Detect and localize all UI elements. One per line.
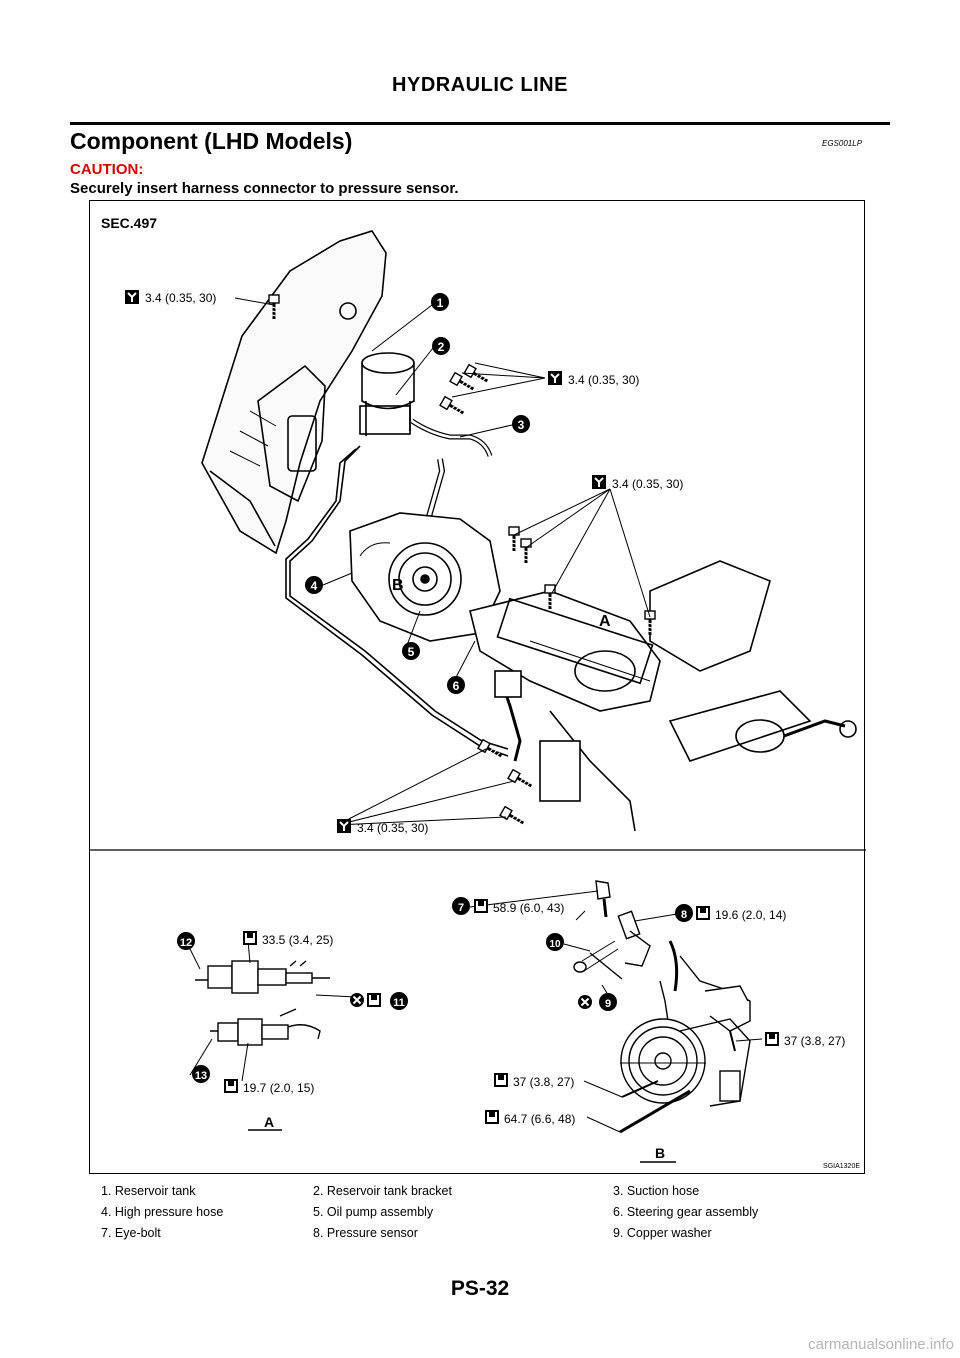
legend-item: 9. Copper washer [613,1225,712,1240]
caution-label: CAUTION: [70,161,144,178]
torque-label-pump-bolt: 37 (3.8, 27) [513,1075,574,1089]
legend-row: 7. Eye-bolt 8. Pressure sensor 9. Copper… [89,1222,865,1243]
page-number: PS-32 [450,1277,510,1300]
section-code: EGS001LP [822,139,863,148]
svg-text:1: 1 [437,296,444,310]
torque-label-long-bolt: 64.7 (6.6, 48) [504,1112,575,1126]
svg-text:5: 5 [408,645,415,659]
svg-text:9: 9 [605,998,611,1010]
legend-item: 4. High pressure hose [101,1204,224,1219]
torque-label-13: 19.7 (2.0, 15) [243,1081,314,1095]
section-title: Component (LHD Models) [70,128,353,154]
component-figure: SEC.497 [89,200,866,1174]
detail-a-drawing [185,940,357,1082]
detail-b-drawing [469,880,763,1134]
svg-text:13: 13 [195,1070,207,1082]
view-a-marker: A [599,613,611,630]
detail-a-label: A [264,1114,274,1130]
legend-row: 4. High pressure hose 5. Oil pump assemb… [89,1201,865,1222]
torque-label-bottom-bolts: 3.4 (0.35, 30) [357,821,428,835]
component-legend: 1. Reservoir tank 2. Reservoir tank brac… [89,1180,865,1243]
callout-4: 4 [305,576,323,594]
detail-b-label: B [655,1145,665,1161]
torque-label-7: 58.9 (6.0, 43) [493,901,564,915]
svg-text:11: 11 [393,997,405,1009]
torque-label-8: 19.6 (2.0, 14) [715,908,786,922]
torque-label-top-left: 3.4 (0.35, 30) [145,291,216,305]
torque-label-12: 33.5 (3.4, 25) [262,933,333,947]
legend-row: 1. Reservoir tank 2. Reservoir tank brac… [89,1180,865,1201]
caution-text: Securely insert harness connector to pre… [70,180,459,197]
svg-text:8: 8 [681,909,687,921]
svg-text:6: 6 [453,679,460,693]
figure-drawing: SEC.497 [90,215,866,1170]
svg-text:2: 2 [438,340,445,354]
callout-10: 10 [546,933,564,951]
watermark: carmanualsonline.info [808,1336,954,1353]
callout-6: 6 [447,676,465,694]
callout-5: 5 [402,642,420,660]
section-ref: SEC.497 [101,215,157,231]
svg-text:12: 12 [180,937,192,949]
callout-12: 12 [177,932,195,950]
callout-1: 1 [431,293,449,311]
header-rule [70,122,890,125]
legend-item: 3. Suction hose [613,1183,700,1198]
legend-item: 7. Eye-bolt [101,1225,161,1240]
legend-item: 6. Steering gear assembly [613,1204,759,1219]
torque-label-bracket: 37 (3.8, 27) [784,1034,845,1048]
svg-text:7: 7 [458,902,464,914]
svg-text:3: 3 [518,418,525,432]
callout-11: 11 [390,992,408,1010]
upper-assembly-drawing [201,230,857,832]
svg-text:10: 10 [549,939,561,950]
svg-text:4: 4 [311,579,318,593]
callout-3: 3 [512,415,530,433]
torque-label-reservoir-bolts: 3.4 (0.35, 30) [568,373,639,387]
legend-item: 1. Reservoir tank [101,1183,196,1198]
callout-7: 7 [452,897,470,915]
callout-2: 2 [432,337,450,355]
upper-leaders [234,297,651,826]
legend-item: 5. Oil pump assembly [313,1204,434,1219]
callout-13: 13 [192,1065,210,1083]
torque-label-gear-bolts: 3.4 (0.35, 30) [612,477,683,491]
view-b-marker: B [392,577,404,594]
legend-item: 8. Pressure sensor [313,1225,418,1240]
callout-8: 8 [675,904,693,922]
legend-item: 2. Reservoir tank bracket [313,1183,452,1198]
callout-9: 9 [599,993,617,1011]
page-header-title: HYDRAULIC LINE [392,74,568,96]
figure-code: SGIA1320E [823,1163,860,1170]
